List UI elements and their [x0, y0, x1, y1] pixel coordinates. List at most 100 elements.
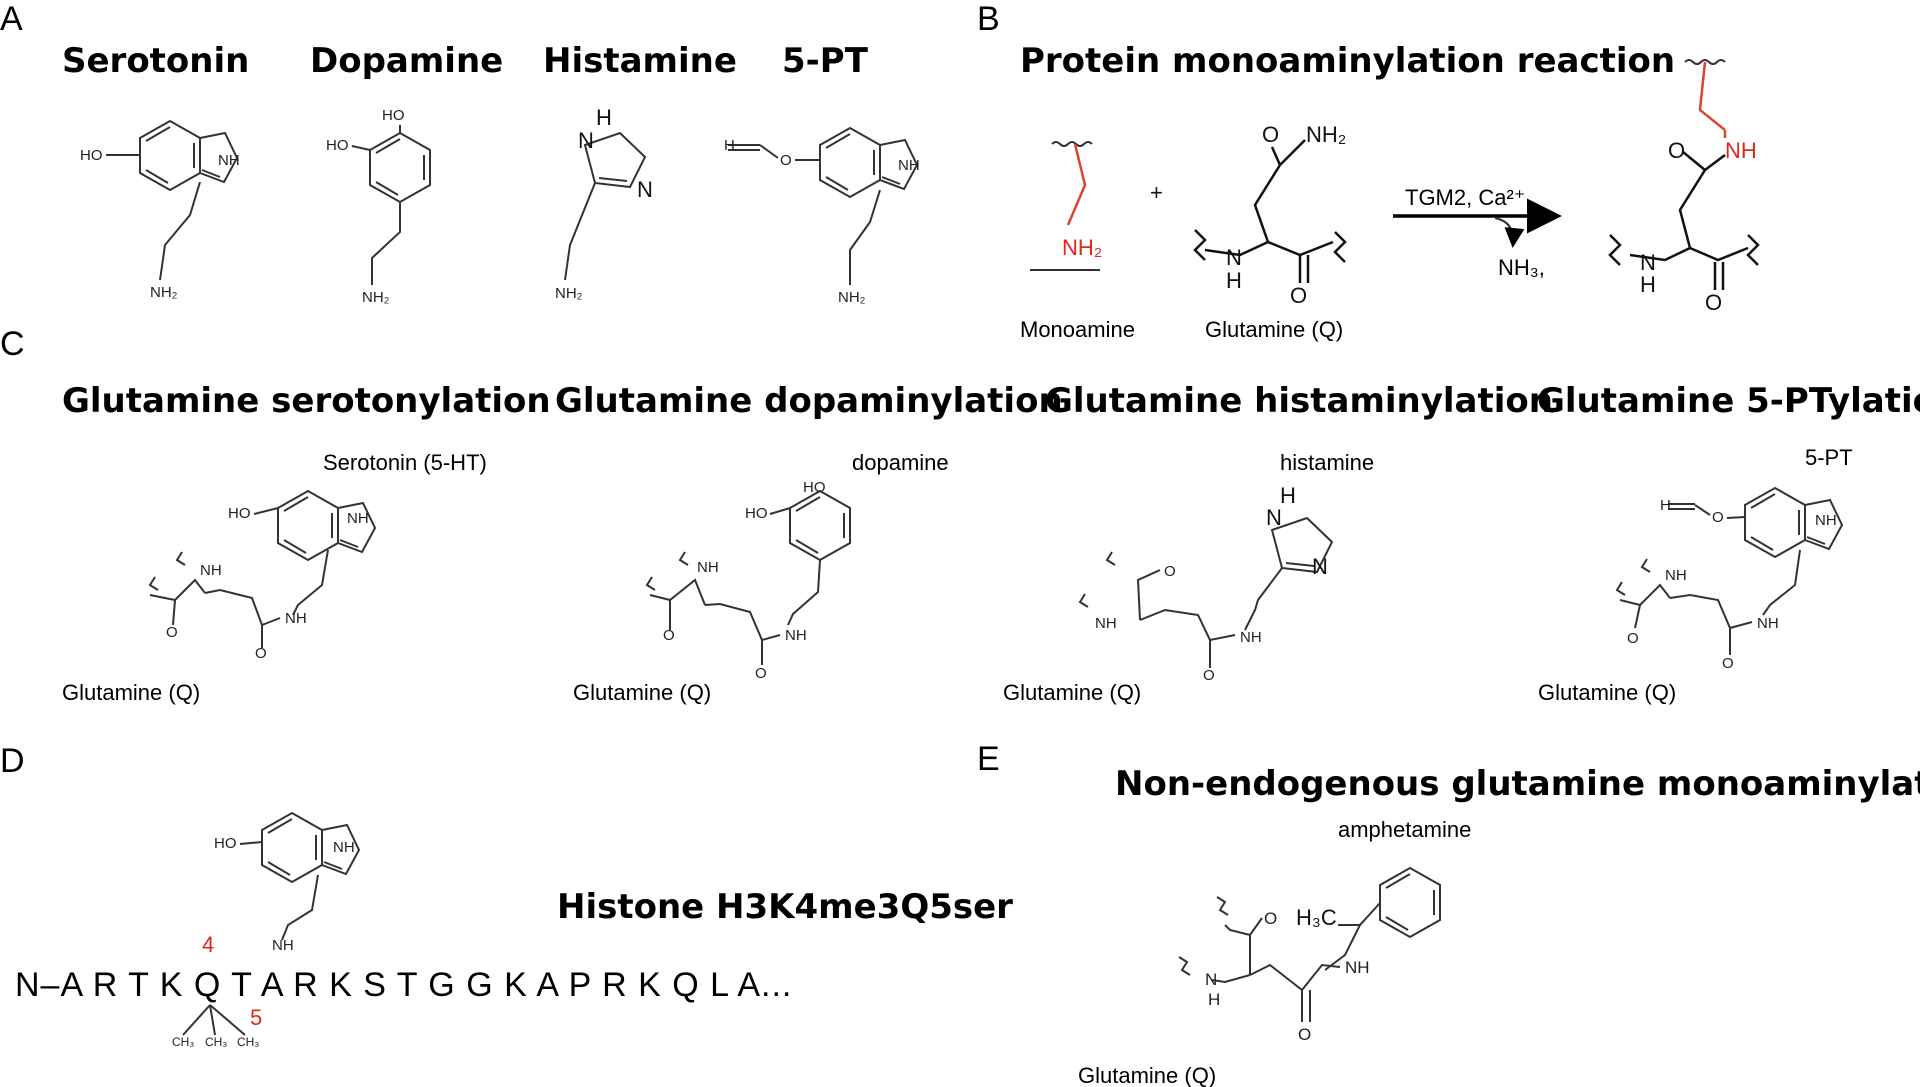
- position-5-label: 5: [250, 1005, 262, 1030]
- histamine-structure: H N N NH₂: [555, 105, 653, 302]
- atom-label: O: [1264, 909, 1277, 928]
- atom-label: NH: [1815, 512, 1837, 529]
- atom-label: NH: [1757, 615, 1779, 632]
- atom-label: HO: [745, 505, 768, 522]
- atom-label: O: [1722, 655, 1734, 672]
- panel-c-title-serotonylation: Glutamine serotonylation: [62, 381, 551, 421]
- atom-label: NH: [1665, 567, 1687, 584]
- panel-c-title-dopaminylation: Glutamine dopaminylation: [555, 381, 1063, 421]
- atom-label: NH: [218, 152, 240, 169]
- atom-label: NH: [200, 562, 222, 579]
- amphetamine-adduct-structure: H₃C NH O O N H: [1178, 867, 1441, 1044]
- atom-label: O: [755, 665, 767, 682]
- atom-label: O: [663, 627, 675, 644]
- atom-label: NH₂: [1306, 122, 1346, 147]
- atom-label: O: [1705, 290, 1722, 315]
- amine-label-5pt: 5-PT: [1805, 445, 1853, 470]
- atom-label: NH₂: [150, 284, 178, 301]
- atom-label: HO: [382, 107, 405, 124]
- panel-b-label: B: [977, 0, 1000, 38]
- dopaminylation-structure: HO HO NH O NH O: [645, 479, 851, 682]
- position-4-label: 4: [202, 932, 214, 957]
- atom-label: HO: [214, 835, 237, 852]
- atom-label: O: [1668, 138, 1685, 163]
- atom-label: H: [724, 137, 735, 154]
- atom-label: H: [1280, 483, 1296, 508]
- atom-label: H: [1640, 272, 1656, 297]
- atom-label: HO: [80, 147, 103, 164]
- glutamine-label-c2: Glutamine (Q): [573, 680, 711, 705]
- reaction-arrow: TGM2, Ca²⁺ NH₃,: [1393, 185, 1562, 280]
- atom-label: N: [1266, 505, 1282, 530]
- atom-label: NH: [272, 937, 294, 954]
- atom-label: O: [1712, 509, 1724, 526]
- atom-label: O: [1298, 1025, 1311, 1044]
- panel-d-title: Histone H3K4me3Q5ser: [557, 887, 1013, 927]
- atom-label: NH₂: [838, 289, 866, 306]
- panel-e-label: E: [977, 740, 1000, 778]
- atom-label: NH₂: [362, 289, 390, 306]
- methyl-label: CH₃: [237, 1035, 259, 1049]
- atom-label: NH₂: [555, 285, 583, 302]
- amphetamine-label: amphetamine: [1338, 817, 1471, 842]
- monoamine-label: Monoamine: [1020, 317, 1135, 342]
- histone-sequence: N–A R T K Q T A R K S T G G K A P R K Q …: [15, 966, 792, 1004]
- enzyme-label: TGM2, Ca²⁺: [1405, 185, 1525, 210]
- atom-label: O: [1290, 283, 1307, 308]
- panel-b: B Protein monoaminylation reaction NH₂ M…: [977, 0, 1760, 342]
- atom-label: NH: [285, 610, 307, 627]
- amine-label-serotonin: Serotonin (5-HT): [323, 450, 487, 475]
- plus-sign: +: [1150, 180, 1163, 205]
- atom-label: N: [1312, 554, 1328, 579]
- atom-label: NH: [1725, 138, 1757, 163]
- dopamine-structure: HO HO NH₂: [326, 107, 431, 306]
- monoamine-structure: NH₂ Monoamine: [1020, 141, 1135, 342]
- atom-label: N: [637, 177, 653, 202]
- panel-c-title-histaminylation: Glutamine histaminylation: [1045, 381, 1553, 421]
- panel-a-title-5pt: 5-PT: [782, 41, 869, 81]
- panel-c-title-5ptylation: Glutamine 5-PTylation: [1537, 381, 1920, 421]
- atom-label: NH: [785, 627, 807, 644]
- serotonin-adduct-structure: HO NH NH: [214, 812, 360, 954]
- atom-label: N: [578, 128, 594, 153]
- atom-label: O: [780, 152, 792, 169]
- atom-label: N: [1205, 970, 1217, 989]
- glutamine-label-c1: Glutamine (Q): [62, 680, 200, 705]
- atom-label: NH₂: [1062, 235, 1102, 260]
- amine-label-dopamine: dopamine: [852, 450, 949, 475]
- atom-label: NH: [1240, 629, 1262, 646]
- panel-e-title: Non-endogenous glutamine monoaminylation…: [1115, 764, 1920, 804]
- serotonylation-structure: HO NH NH O NH O: [148, 490, 376, 662]
- product-structure: NH O O N H: [1608, 59, 1760, 315]
- panel-b-title: Protein monoaminylation reaction: [1020, 41, 1675, 81]
- atom-label: N: [1640, 250, 1656, 275]
- atom-label: NH: [1095, 615, 1117, 632]
- atom-label: H: [1660, 497, 1671, 514]
- atom-label: O: [1203, 667, 1215, 684]
- atom-label: HO: [803, 479, 826, 496]
- panel-d-label: D: [0, 742, 25, 780]
- atom-label: O: [1164, 563, 1176, 580]
- panel-a: A Serotonin Dopamine Histamine 5-PT HO N…: [0, 0, 920, 306]
- atom-label: N: [1226, 245, 1242, 270]
- glutamine-label-e: Glutamine (Q): [1078, 1063, 1216, 1087]
- atom-label: NH: [898, 157, 920, 174]
- panel-e: E Non-endogenous glutamine monoaminylati…: [977, 740, 1920, 1087]
- amine-label-histamine: histamine: [1280, 450, 1374, 475]
- atom-label: H: [1226, 268, 1242, 293]
- panel-a-title-serotonin: Serotonin: [62, 41, 249, 81]
- trimethyl-group: CH₃ CH₃ CH₃: [172, 1004, 259, 1049]
- methyl-label: CH₃: [205, 1035, 227, 1049]
- histaminylation-structure: H N N NH O O NH: [1078, 483, 1333, 684]
- atom-label: O: [1627, 630, 1639, 647]
- atom-label: NH: [1345, 958, 1370, 977]
- panel-c: C Glutamine serotonylation Glutamine dop…: [0, 325, 1920, 705]
- 5pt-structure: H O NH NH₂: [724, 127, 920, 306]
- methyl-label: CH₃: [172, 1035, 194, 1049]
- glutamine-structure: O NH₂ O N H Glutamine (Q): [1193, 122, 1347, 342]
- panel-a-label: A: [0, 0, 23, 38]
- panel-a-title-dopamine: Dopamine: [310, 41, 503, 81]
- atom-label: NH: [347, 510, 369, 527]
- atom-label: O: [166, 624, 178, 641]
